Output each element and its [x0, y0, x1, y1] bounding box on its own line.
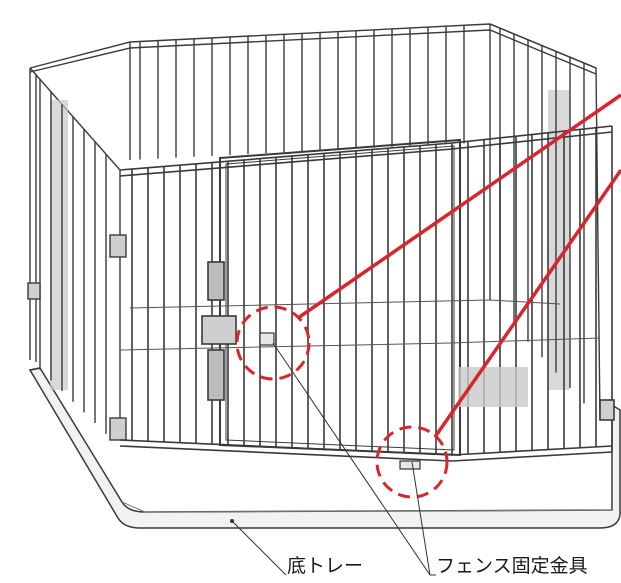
bottom-tray [28, 367, 621, 529]
leader-lines [231, 342, 436, 576]
fixture-lower [399, 460, 421, 470]
callout-line-upper [297, 93, 621, 320]
front-fence [119, 125, 615, 462]
fence-fixture-label: フェンス固定金具 [436, 555, 588, 577]
floor-lines [119, 299, 601, 351]
callout-circle-lower [375, 425, 449, 499]
fixture-upper [259, 332, 275, 346]
callouts [235, 93, 621, 499]
back-fence [29, 23, 597, 300]
left-fence [27, 67, 127, 441]
callout-circle-upper [235, 305, 311, 381]
callout-line-lower [433, 168, 621, 439]
bottom-tray-label: 底トレー [287, 555, 364, 577]
